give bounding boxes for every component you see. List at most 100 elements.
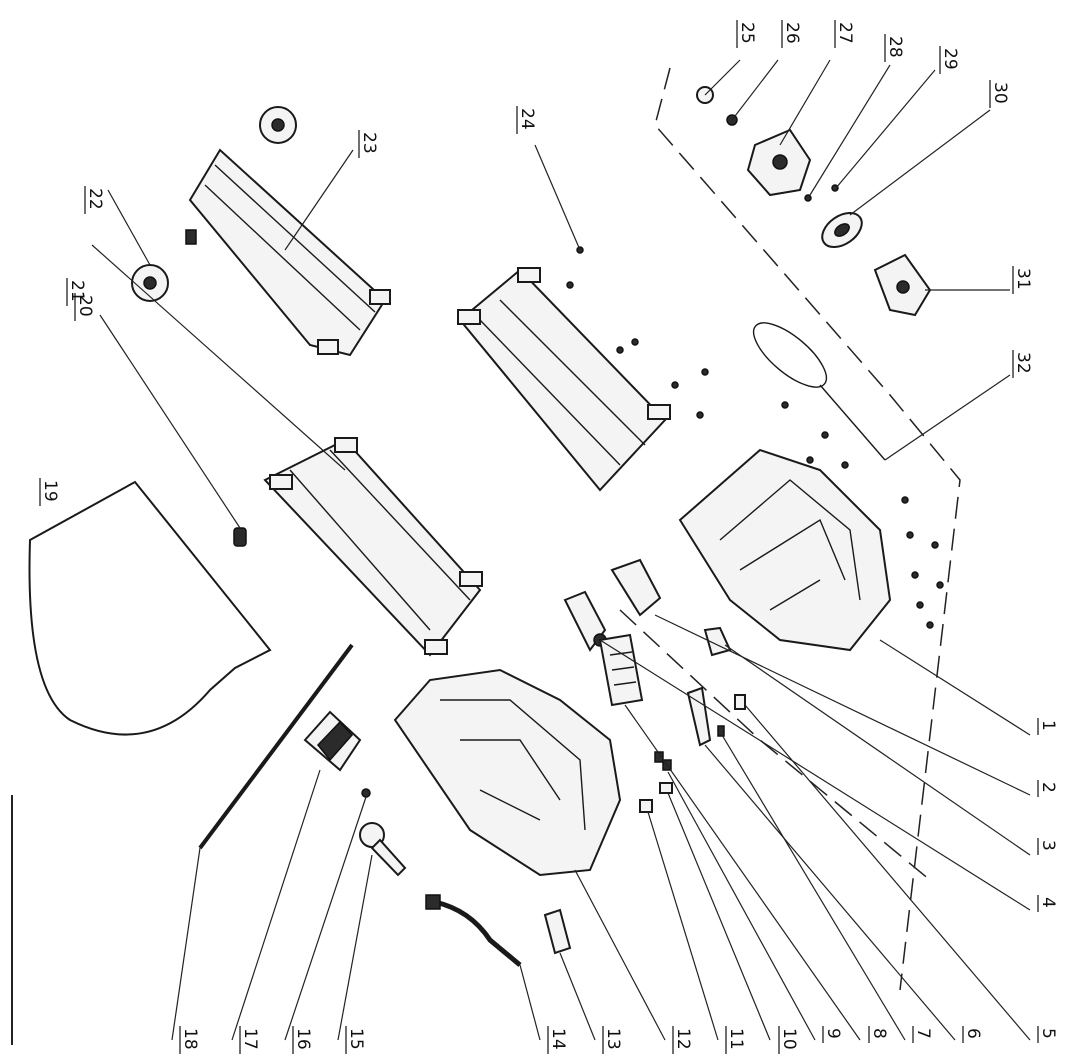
part-label-32: 32 [1012, 350, 1033, 378]
leader-10 [667, 792, 771, 1041]
part-number-15: 15 [346, 1028, 366, 1050]
part-number-20: 20 [75, 295, 95, 317]
part-label-15: 15 [345, 1026, 366, 1054]
part-label-7: 7 [912, 1026, 933, 1043]
part-number-19: 19 [40, 480, 60, 502]
part-number-27: 27 [835, 22, 855, 44]
part-number-23: 23 [359, 132, 379, 154]
leader-9 [667, 771, 816, 1041]
part-number-12: 12 [673, 1028, 693, 1050]
screw-set-24 [566, 246, 709, 419]
leader-26 [731, 59, 779, 121]
leader-17 [231, 769, 321, 1041]
part-label-6: 6 [962, 1026, 983, 1043]
part-14-power-cord [425, 894, 522, 967]
part-11-cap [639, 799, 653, 813]
leader-1 [879, 639, 1031, 736]
leader-21 [91, 244, 346, 471]
part-27-impeller [746, 128, 812, 197]
part-label-20: 20 [74, 293, 95, 321]
part-label-25: 25 [736, 20, 757, 48]
leader-32 [884, 374, 1011, 461]
part-label-29: 29 [939, 46, 960, 74]
leader-15 [337, 854, 373, 1041]
part-22-wheel [131, 264, 169, 302]
leader-13 [559, 952, 596, 1041]
part-number-29: 29 [940, 48, 960, 70]
part-22-wheel-2 [259, 106, 297, 144]
part-label-24: 24 [516, 106, 537, 134]
part-label-11: 11 [725, 1026, 746, 1054]
part-28-washer [804, 194, 812, 202]
part-label-18: 18 [179, 1026, 200, 1054]
leader-5 [744, 704, 1031, 1041]
part-number-28: 28 [885, 36, 905, 58]
part-number-31: 31 [1013, 268, 1033, 290]
part-label-26: 26 [781, 20, 802, 48]
part-7-pin [717, 725, 725, 737]
part-label-31: 31 [1012, 266, 1033, 294]
screw-set-housing [781, 401, 944, 629]
part-10-bushing [659, 782, 673, 794]
leader-23 [284, 149, 354, 251]
part-label-16: 16 [292, 1026, 313, 1054]
leader-6 [704, 744, 956, 1041]
part-number-30: 30 [990, 82, 1010, 104]
part-2-trigger [610, 558, 662, 617]
part-number-24: 24 [517, 108, 537, 130]
leader-30 [849, 109, 991, 216]
leader-7 [721, 734, 906, 1041]
part-number-21: 21 [67, 280, 87, 302]
part-label-27: 27 [834, 20, 855, 48]
leader-29 [835, 69, 936, 189]
leader-4 [599, 639, 1031, 911]
part-31-motor [873, 253, 932, 317]
leader-2 [654, 614, 1031, 796]
part-number-22: 22 [85, 188, 105, 210]
leader-25 [704, 59, 741, 96]
part-label-22: 22 [84, 186, 105, 214]
part-label-4: 4 [1037, 895, 1058, 912]
part-label-23: 23 [358, 130, 379, 158]
part-30-fan-disc [821, 211, 863, 249]
part-number-18: 18 [180, 1028, 200, 1050]
part-label-2: 2 [1037, 780, 1058, 797]
part-17-switch-box [303, 710, 362, 772]
part-8-filter-plate [598, 633, 644, 707]
part-label-30: 30 [989, 80, 1010, 108]
part-1-right-housing [678, 448, 892, 652]
part-13-switch-button [543, 908, 572, 955]
part-label-9: 9 [822, 1026, 843, 1043]
part-label-5: 5 [1037, 1026, 1058, 1043]
part-number-8: 8 [869, 1028, 889, 1039]
part-number-32: 32 [1013, 352, 1033, 374]
leader-11 [647, 811, 719, 1041]
part-number-11: 11 [726, 1028, 746, 1050]
part-16-screw [361, 788, 371, 798]
part-number-14: 14 [548, 1028, 568, 1050]
part-number-2: 2 [1038, 782, 1058, 793]
leader-24 [534, 144, 581, 251]
part-5-clip [734, 694, 746, 710]
part-number-5: 5 [1038, 1028, 1058, 1039]
leader-22 [107, 189, 151, 266]
leader-28 [809, 64, 891, 196]
part-number-3: 3 [1038, 840, 1058, 851]
part-24-lower-tube [457, 267, 671, 492]
part-19-guard-sheet [28, 480, 272, 736]
part-label-10: 10 [778, 1026, 799, 1054]
part-number-9: 9 [823, 1028, 843, 1039]
part-15-handle-clip [359, 822, 407, 877]
leader-8 [624, 704, 861, 1041]
dashed-assembly-outline-upper [654, 67, 961, 991]
part-number-25: 25 [737, 22, 757, 44]
part-label-17: 17 [239, 1026, 260, 1054]
part-label-19: 19 [39, 478, 60, 506]
part-label-12: 12 [672, 1026, 693, 1054]
part-6-lever [686, 686, 712, 747]
part-number-7: 7 [913, 1028, 933, 1039]
part-number-10: 10 [779, 1028, 799, 1050]
part-label-13: 13 [602, 1026, 623, 1054]
part-23-upper-tube [185, 148, 391, 357]
